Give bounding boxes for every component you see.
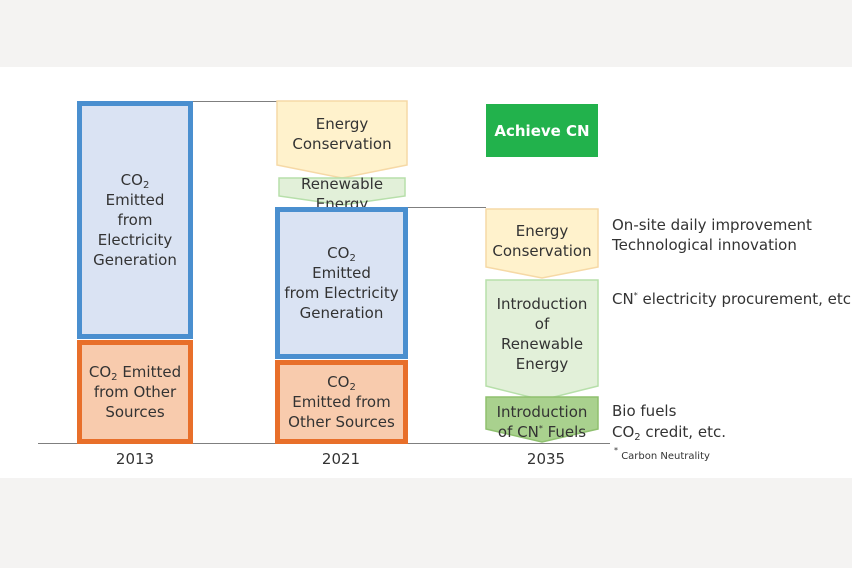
electricity-emissions-2013: CO2 Emitted from Electricity Generation: [77, 101, 193, 339]
note-daily-improvement: On-site daily improvement: [612, 216, 812, 234]
electricity-emissions-2021: CO2 Emitted from Electricity Generation: [275, 207, 408, 359]
energy-conservation-label-2021: Energy Conservation: [292, 115, 392, 153]
energy-conservation-arrow-2035: [485, 208, 599, 279]
year-label-2013: 2013: [115, 450, 155, 468]
renewable-label-2035: Introduction of Renewable Energy: [496, 295, 588, 373]
note-tech-innovation: Technological innovation: [612, 236, 797, 254]
note-cn-electricity: CN* electricity procurement, etc.: [612, 290, 852, 308]
note-co2-credit: CO2 credit, etc.: [612, 423, 726, 443]
note-bio-fuels: Bio fuels: [612, 402, 677, 420]
year-label-2021: 2021: [321, 450, 361, 468]
year-label-2035: 2035: [526, 450, 566, 468]
energy-conservation-label-2035: Energy Conservation: [492, 222, 592, 260]
other-emissions-2013: CO2 Emitted from Other Sources: [77, 340, 193, 444]
achieve-cn-badge: Achieve CN: [486, 104, 598, 157]
cn-fuels-arrow-2035: [485, 396, 599, 443]
energy-conservation-arrow-2021: [276, 100, 408, 179]
cn-fuels-label-2035: Introduction of CN* Fuels: [496, 403, 588, 441]
connector-2013-2021: [190, 101, 278, 102]
renewable-arrow-2021: [278, 177, 406, 206]
renewable-arrow-2035: [485, 279, 599, 401]
other-emissions-2021: CO2 Emitted from Other Sources: [275, 360, 408, 444]
footnote-carbon-neutrality: * Carbon Neutrality: [614, 446, 710, 463]
connector-2021-2035: [406, 207, 486, 208]
